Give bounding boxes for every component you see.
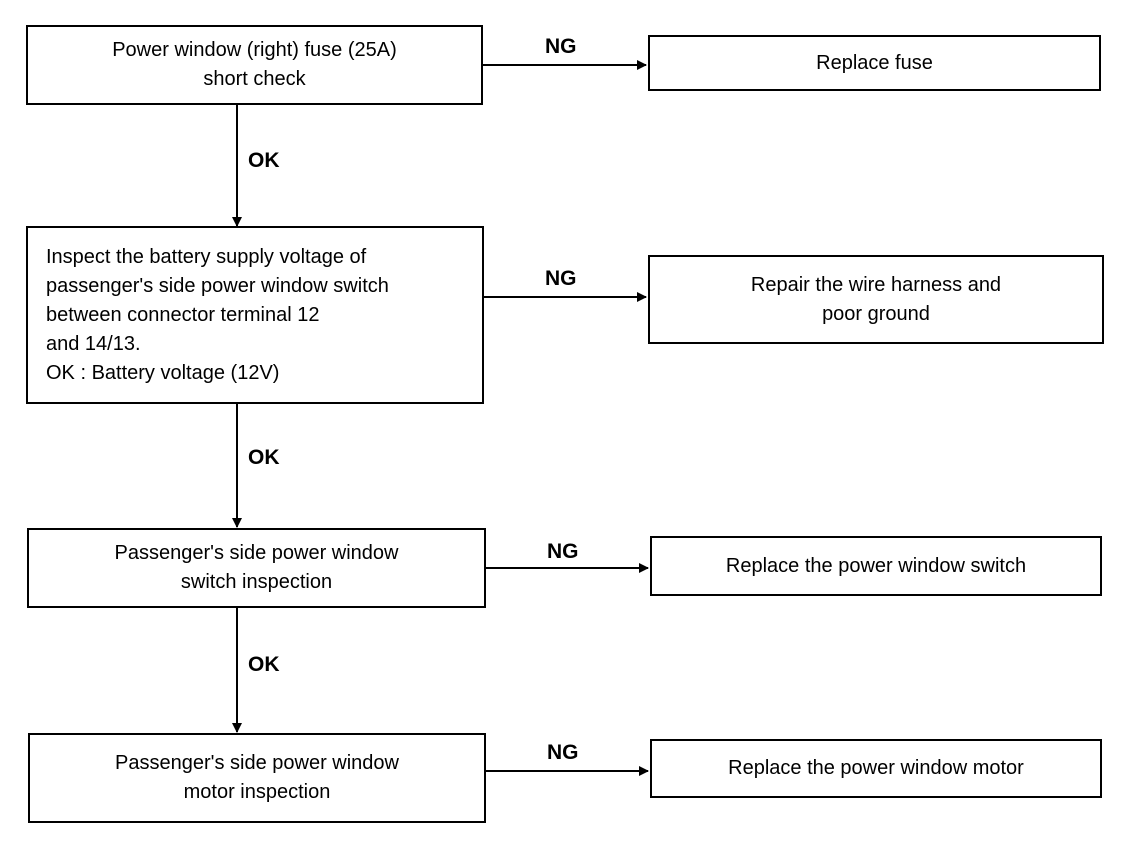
step-text-line: passenger's side power window switch bbox=[46, 274, 389, 297]
remedy-text-line: poor ground bbox=[822, 302, 930, 325]
step-text-line: short check bbox=[203, 68, 306, 90]
ng-label-1: NG bbox=[545, 35, 577, 58]
step-text-line: OK : Battery voltage (12V) bbox=[46, 361, 280, 384]
remedy-text-line: Replace fuse bbox=[816, 51, 933, 74]
step-fuse-check: Power window (right) fuse (25A) short ch… bbox=[26, 25, 483, 105]
step-text-line: Inspect the battery supply voltage of bbox=[46, 245, 367, 268]
remedy-text-line: Replace the power window switch bbox=[725, 554, 1027, 577]
ok-label-1: OK bbox=[248, 149, 280, 172]
step-motor-inspection: Passenger's side power window motor insp… bbox=[28, 733, 486, 823]
ok-label-2: OK bbox=[248, 446, 280, 469]
ng-label-3: NG bbox=[547, 540, 579, 563]
remedy-text-line: Replace the power window motor bbox=[728, 757, 1024, 779]
ng-label-4: NG bbox=[547, 741, 579, 764]
step-text-line: between connector terminal 12 bbox=[46, 303, 320, 326]
step-battery-voltage: Inspect the battery supply voltage of pa… bbox=[26, 226, 484, 404]
step-text-line: Passenger's side power window bbox=[114, 542, 399, 564]
ok-label-3: OK bbox=[248, 653, 280, 676]
ng-label-2: NG bbox=[545, 267, 577, 290]
step-text-line: Passenger's side power window bbox=[115, 752, 399, 774]
step-text-line: Power window (right) fuse (25A) bbox=[112, 39, 397, 61]
step-switch-inspection: Passenger's side power window switch ins… bbox=[27, 528, 486, 608]
remedy-replace-fuse: Replace fuse bbox=[648, 35, 1101, 91]
step-text-line: switch inspection bbox=[180, 571, 333, 593]
remedy-replace-motor: Replace the power window motor bbox=[650, 739, 1102, 798]
remedy-repair-harness: Repair the wire harness and poor ground bbox=[648, 255, 1104, 344]
step-text-line: and 14/13. bbox=[46, 332, 141, 355]
remedy-replace-switch: Replace the power window switch bbox=[650, 536, 1102, 596]
remedy-text-line: Repair the wire harness and bbox=[750, 273, 1002, 296]
step-text-line: motor inspection bbox=[183, 781, 331, 803]
